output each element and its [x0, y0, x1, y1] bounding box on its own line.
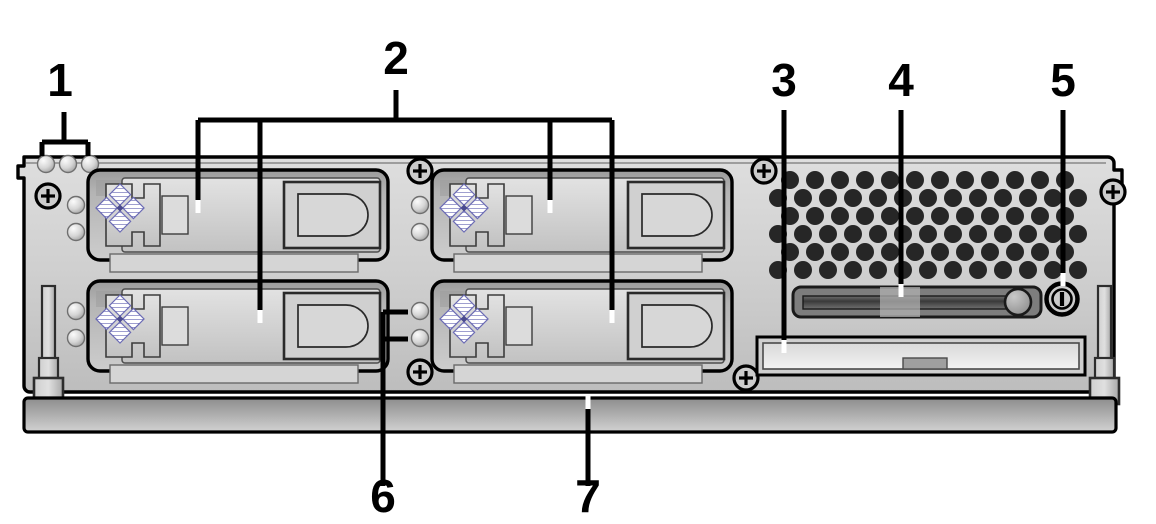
filler-panel[interactable] [755, 335, 1087, 377]
drive-led-2b [410, 222, 430, 242]
drive-bay-2[interactable] [430, 168, 734, 274]
drive-bay-4[interactable] [430, 279, 734, 385]
leader-2 [195, 90, 615, 322]
filler-panel-grip[interactable] [902, 357, 948, 370]
drive-led-1a [66, 195, 86, 215]
leader-6 [380, 309, 408, 486]
status-led-cluster [36, 154, 100, 174]
bottom-bezel [22, 396, 1118, 434]
drive-led-4b [410, 328, 430, 348]
screw-icon-right-top [750, 157, 778, 185]
callout-number-3: 3 [771, 54, 797, 106]
drive-bay-3[interactable] [86, 279, 390, 385]
drive-led-1b [66, 222, 86, 242]
eject-button-icon[interactable] [1003, 287, 1033, 317]
optical-media-slot[interactable] [791, 285, 1043, 319]
callout-number-5: 5 [1050, 54, 1076, 106]
screw-icon-mid-top [406, 157, 434, 185]
callout-number-1: 1 [47, 54, 73, 106]
callout-number-4: 4 [888, 54, 914, 106]
screw-icon-left [34, 182, 62, 210]
screw-icon-right-bottom [732, 364, 760, 392]
drive-led-3a [66, 301, 86, 321]
status-led-2 [58, 154, 78, 174]
screw-icon-mid-bottom [406, 358, 434, 386]
drive-bay-1[interactable] [86, 168, 390, 274]
callout-number-7: 7 [575, 470, 601, 522]
screw-icon-far-right [1099, 178, 1127, 206]
leader-halos [195, 200, 1066, 409]
status-led-1 [36, 154, 56, 174]
drive-led-3b [66, 328, 86, 348]
callout-number-6: 6 [370, 470, 396, 522]
leader-1 [39, 112, 91, 156]
drive-led-4a [410, 301, 430, 321]
vent-grille [769, 171, 1087, 279]
callout-leaders [39, 90, 1066, 486]
callout-number-2: 2 [383, 32, 409, 84]
drive-led-2a [410, 195, 430, 215]
